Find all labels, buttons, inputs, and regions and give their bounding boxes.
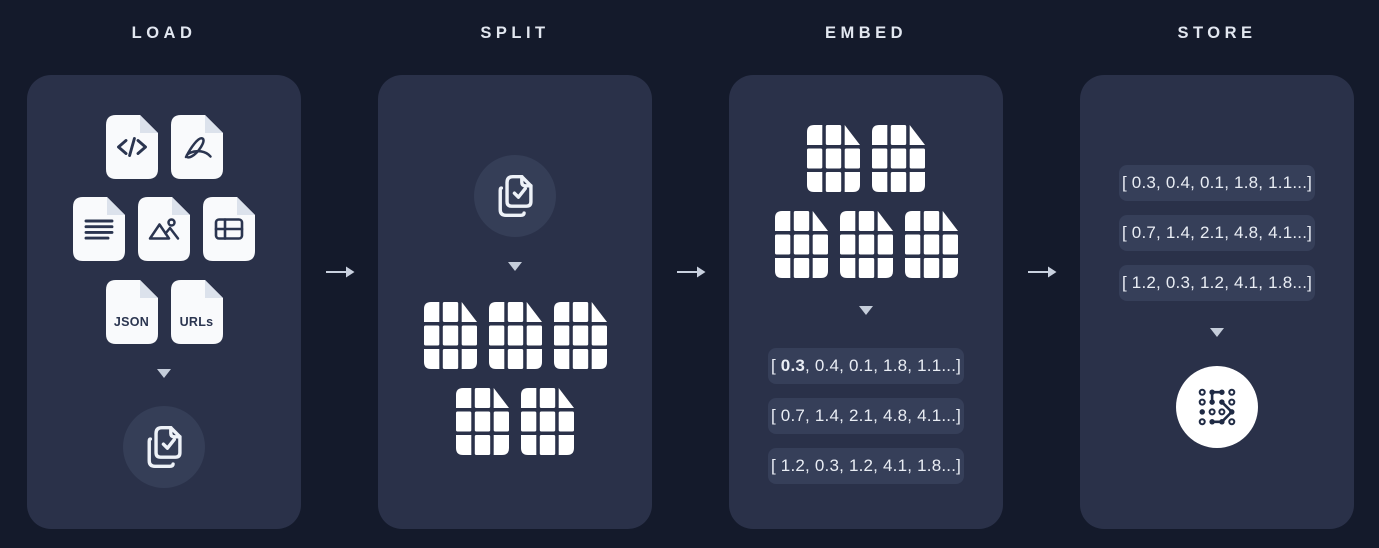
down-arrow-icon <box>859 306 873 315</box>
json-file-icon: JSON <box>106 280 158 344</box>
vector-text: [ <box>770 406 781 425</box>
urls-file-icon: URLs <box>171 280 223 344</box>
vector-chip: [ 0.3, 0.4, 0.1, 1.8, 1.1...] <box>768 348 964 384</box>
flow-arrow-icon <box>325 265 355 279</box>
chunk-icon <box>872 125 925 192</box>
flow-arrow-icon <box>676 265 706 279</box>
flow-gap-3 <box>1003 0 1080 529</box>
chunk-icon <box>554 302 607 369</box>
stage-title-split: SPLIT <box>480 24 550 42</box>
store-vector-list: [ 0.3, 0.4, 0.1, 1.8, 1.1...] [ 0.7, 1.4… <box>1119 165 1315 301</box>
stage-title-store: STORE <box>1177 24 1257 42</box>
vector-text: [ 0.7, 1.4, 2.1, 4.8, 4.1...] <box>1121 223 1313 242</box>
chunk-icon <box>840 211 893 278</box>
copy-check-icon <box>490 171 540 221</box>
vector-text-bold: 0.3 <box>780 356 806 375</box>
flow-gap-2 <box>652 0 729 529</box>
load-file-row-2 <box>73 197 255 261</box>
json-file-label: JSON <box>113 315 150 329</box>
vector-text: , 0.4, 0.1, 1.8, 1.1...] <box>805 356 962 375</box>
vector-text: [ <box>770 456 781 475</box>
copy-check-icon <box>139 422 189 472</box>
vector-chip: [ 1.2, 0.3, 1.2, 4.1, 1.8...] <box>1119 265 1315 301</box>
table-file-icon <box>203 197 255 261</box>
chunk-icon <box>905 211 958 278</box>
code-file-icon <box>106 115 158 179</box>
chunk-icon <box>521 388 574 455</box>
vector-text: 0.7, 1.4, 2.1, 4.8, 4.1...] <box>780 406 962 425</box>
loaded-documents-circle <box>123 406 205 488</box>
vector-text: [ 0.3, 0.4, 0.1, 1.8, 1.1...] <box>1121 173 1313 192</box>
chunk-icon <box>775 211 828 278</box>
vector-text: [ <box>770 356 781 375</box>
text-file-icon <box>73 197 125 261</box>
embed-panel: [ 0.3, 0.4, 0.1, 1.8, 1.1...] [ 0.7, 1.4… <box>729 75 1003 529</box>
load-file-row-1 <box>106 115 223 179</box>
chunk-icon <box>489 302 542 369</box>
chunk-row <box>775 211 958 278</box>
split-chunks <box>424 302 607 455</box>
image-file-icon <box>138 197 190 261</box>
flow-arrow-icon <box>1027 265 1057 279</box>
chunk-row <box>807 125 925 192</box>
down-arrow-icon <box>508 262 522 271</box>
down-arrow-icon <box>157 369 171 378</box>
vector-chip: [ 0.7, 1.4, 2.1, 4.8, 4.1...] <box>768 398 964 434</box>
chunk-icon <box>456 388 509 455</box>
stage-store: STORE [ 0.3, 0.4, 0.1, 1.8, 1.1...] [ 0.… <box>1080 0 1354 529</box>
vector-db-icon <box>1192 382 1242 432</box>
pdf-file-icon <box>171 115 223 179</box>
stage-load: LOAD <box>27 0 301 529</box>
vector-text: [ 1.2, 0.3, 1.2, 4.1, 1.8...] <box>1121 273 1313 292</box>
down-arrow-icon <box>1210 328 1224 337</box>
stage-title-load: LOAD <box>131 24 197 42</box>
store-panel: [ 0.3, 0.4, 0.1, 1.8, 1.1...] [ 0.7, 1.4… <box>1080 75 1354 529</box>
embed-chunks <box>775 125 958 278</box>
vector-text: 1.2, 0.3, 1.2, 4.1, 1.8...] <box>780 456 962 475</box>
flow-gap-1 <box>301 0 378 529</box>
chunk-icon <box>424 302 477 369</box>
urls-file-label: URLs <box>179 315 214 329</box>
vector-chip: [ 1.2, 0.3, 1.2, 4.1, 1.8...] <box>768 448 964 484</box>
stage-split: SPLIT <box>378 0 652 529</box>
split-panel <box>378 75 652 529</box>
chunk-row <box>424 302 607 369</box>
load-file-row-3: JSON URLs <box>106 280 223 344</box>
documents-circle <box>474 155 556 237</box>
vector-chip: [ 0.3, 0.4, 0.1, 1.8, 1.1...] <box>1119 165 1315 201</box>
vector-chip: [ 0.7, 1.4, 2.1, 4.8, 4.1...] <box>1119 215 1315 251</box>
vector-db-circle <box>1176 366 1258 448</box>
rag-pipeline-diagram: LOAD <box>27 0 1354 529</box>
load-panel: JSON URLs <box>27 75 301 529</box>
chunk-row <box>456 388 574 455</box>
stage-title-embed: EMBED <box>824 24 908 42</box>
chunk-icon <box>807 125 860 192</box>
stage-embed: EMBED [ 0.3, 0.4, 0.1, 1.8, 1.1...] [ 0.… <box>729 0 1003 529</box>
embed-vector-list: [ 0.3, 0.4, 0.1, 1.8, 1.1...] [ 0.7, 1.4… <box>768 348 964 484</box>
